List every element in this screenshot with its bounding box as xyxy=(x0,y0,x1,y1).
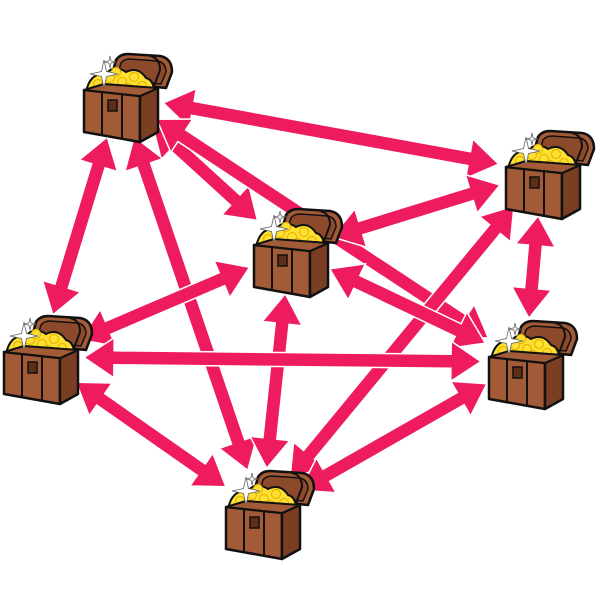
sparkle-icon xyxy=(23,317,37,331)
chest-front xyxy=(224,505,284,561)
lock-icon xyxy=(529,176,540,189)
sparkle-icon xyxy=(245,472,259,486)
double-arrow-chest-top-left-to-chest-bottom xyxy=(123,135,259,472)
arrows-layer xyxy=(41,87,557,494)
chest-right xyxy=(487,319,579,411)
sparkle-icon xyxy=(259,214,289,244)
chest-top-right xyxy=(504,129,596,221)
chest-front xyxy=(2,350,62,406)
lock-icon xyxy=(512,366,523,379)
chest-center xyxy=(252,207,344,299)
chest-top-left xyxy=(82,52,174,144)
chest-front xyxy=(504,165,564,221)
chest-front xyxy=(82,88,142,144)
chest-side xyxy=(138,86,160,144)
double-arrow-chest-top-left-to-chest-left xyxy=(41,135,119,317)
lock-icon xyxy=(249,516,260,529)
lock-icon xyxy=(27,361,38,374)
chests-layer xyxy=(2,52,596,561)
chest-front xyxy=(252,243,312,299)
double-arrow-chest-left-to-chest-right xyxy=(82,336,483,383)
sparkle-icon xyxy=(511,136,541,166)
double-arrow-chest-top-right-to-chest-center xyxy=(330,173,502,249)
chest-bottom xyxy=(224,469,316,561)
double-arrow-chest-left-to-chest-bottom xyxy=(74,381,228,488)
sparkle-icon xyxy=(103,55,117,69)
chest-side xyxy=(560,163,582,221)
double-arrow-chest-center-to-chest-bottom xyxy=(248,292,304,470)
lock-icon xyxy=(107,99,118,112)
chest-front xyxy=(487,355,547,411)
sparkle-icon xyxy=(494,326,524,356)
sparkle-icon xyxy=(508,322,522,336)
sparkle-icon xyxy=(89,59,119,89)
sparkle-icon xyxy=(525,132,539,146)
double-arrow-chest-top-right-to-chest-right xyxy=(510,214,557,320)
double-arrow-chest-center-to-chest-left xyxy=(79,259,251,348)
sparkle-icon xyxy=(9,321,39,351)
double-arrow-chest-center-to-chest-right xyxy=(328,262,487,350)
lock-icon xyxy=(277,254,288,267)
chest-side xyxy=(280,503,302,561)
chest-left xyxy=(2,314,94,406)
chest-side xyxy=(58,348,80,406)
sparkle-icon xyxy=(273,210,287,224)
chest-side xyxy=(308,241,330,299)
chest-side xyxy=(543,353,565,411)
sparkle-icon xyxy=(231,476,261,506)
